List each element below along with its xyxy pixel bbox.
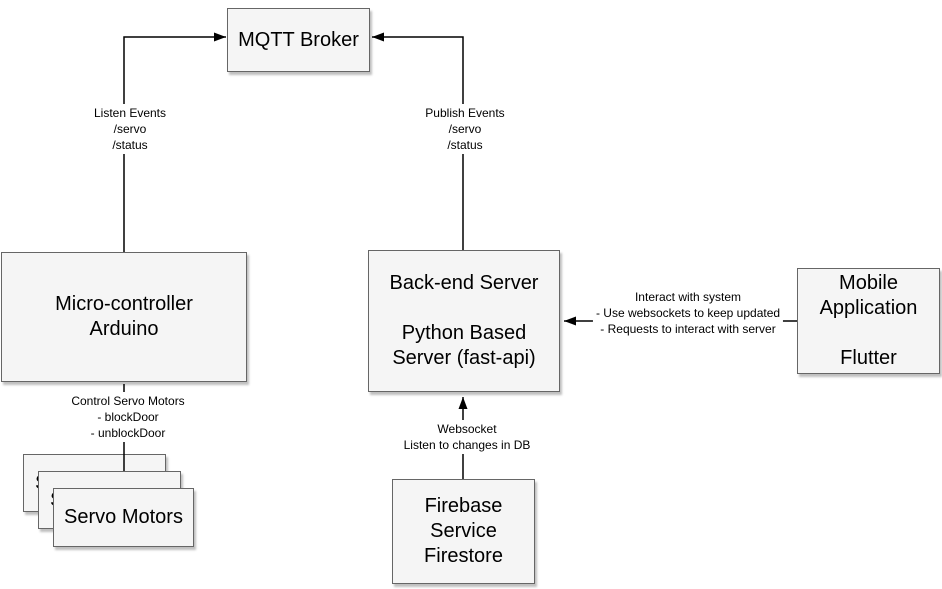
backend-label-line: Python Based [401, 322, 527, 344]
label-spacer [820, 321, 918, 346]
arduino-label-line: Arduino [89, 318, 159, 340]
mqtt-broker-label: MQTT Broker [238, 28, 359, 51]
connector-arduino-to-mqtt [123, 32, 226, 252]
backend-label-line: Back-end Server [389, 272, 539, 294]
edge-label-line: /servo [448, 122, 482, 136]
backend-label-line: Server (fast-api) [392, 347, 536, 369]
edge-label-line: /status [112, 138, 148, 152]
edge-label-line: - Requests to interact with server [600, 322, 776, 336]
edge-label-line: - blockDoor [97, 410, 159, 424]
edge-label-interact-with-system: Interact with system - Use websockets to… [592, 288, 784, 338]
mobile-label-line: Flutter [840, 347, 897, 369]
edge-label-line: Control Servo Motors [71, 394, 185, 408]
label-spacer [390, 296, 539, 321]
edge-label-line: Publish Events [425, 106, 505, 120]
edge-label-listen-events: Listen Events /servo /status [90, 104, 170, 154]
edge-label-line: Listen Events [93, 106, 167, 120]
firebase-label-line: Firestore [424, 545, 503, 567]
edge-label-line: Listen to changes in DB [403, 438, 531, 452]
mobile-label-line: Application [819, 297, 918, 319]
connector-backend-to-mqtt [372, 32, 464, 250]
firebase-label-line: Firebase [424, 495, 503, 517]
edge-label-line: /status [447, 138, 483, 152]
servo-label: Servo Motors [64, 506, 183, 528]
edge-label-line: - Use websockets to keep updated [595, 306, 781, 320]
node-firebase-service: Firebase Service Firestore [392, 479, 535, 584]
edge-label-websocket: Websocket Listen to changes in DB [400, 420, 534, 454]
edge-label-publish-events: Publish Events /servo /status [422, 104, 508, 154]
edge-label-line: Interact with system [634, 290, 742, 304]
firebase-label-line: Service [430, 520, 497, 542]
arduino-label-line: Micro-controller [55, 293, 193, 315]
edge-label-line: /servo [113, 122, 147, 136]
node-microcontroller-arduino: Micro-controller Arduino [1, 252, 247, 382]
node-mqtt-broker: MQTT Broker [227, 8, 370, 72]
node-mobile-application: Mobile Application Flutter [797, 268, 940, 374]
edge-label-line: - unblockDoor [90, 426, 166, 440]
mobile-label-line: Mobile [839, 272, 898, 294]
edge-label-control-servo-motors: Control Servo Motors - blockDoor - unblo… [68, 392, 188, 442]
node-servo-motors: Servo Motors [53, 488, 194, 547]
edge-label-line: Websocket [437, 422, 497, 436]
node-backend-server: Back-end Server Python Based Server (fas… [368, 250, 560, 392]
